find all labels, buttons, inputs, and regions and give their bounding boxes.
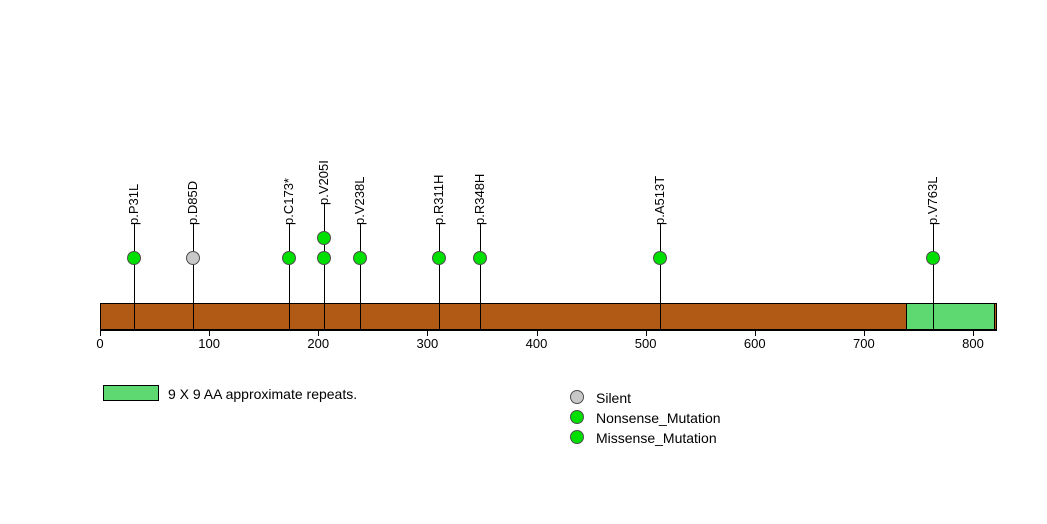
- mutation-marker[interactable]: [472, 251, 487, 265]
- axis-tick-label: 400: [525, 336, 548, 351]
- axis-tick-label: 100: [198, 336, 220, 351]
- axis-tick-label: 0: [96, 336, 104, 351]
- mutation-stem: [133, 224, 135, 330]
- axis-tick-label: 700: [853, 336, 875, 351]
- mutation-marker[interactable]: [352, 251, 367, 265]
- axis-tick: [427, 330, 429, 336]
- mutation-marker[interactable]: [126, 251, 141, 265]
- legend-mutation-dot: [570, 430, 584, 444]
- mutation-marker[interactable]: [316, 231, 331, 245]
- mutation-stem: [659, 224, 661, 330]
- mutation-stem: [932, 224, 934, 330]
- legend-domain-label: 9 X 9 AA approximate repeats.: [168, 386, 358, 402]
- mutation-stem: [192, 224, 194, 330]
- mutation-label: p.V238L: [351, 176, 367, 225]
- mutation-marker[interactable]: [281, 251, 296, 265]
- mutation-marker[interactable]: [316, 251, 331, 265]
- mutation-label: p.C173*: [280, 178, 296, 225]
- legend-mutation-dot: [570, 390, 584, 404]
- mutation-label: p.V763L: [924, 176, 940, 225]
- axis-tick-label: 600: [743, 336, 766, 351]
- legend-mutation-label: Missense_Mutation: [596, 430, 717, 446]
- mutation-stem: [323, 204, 325, 330]
- mutation-label: p.R311H: [431, 174, 447, 225]
- mutation-stem: [479, 224, 481, 330]
- mutation-stem: [439, 224, 441, 330]
- axis-tick: [318, 330, 320, 336]
- axis-tick: [973, 330, 974, 336]
- mutation-stem: [288, 224, 290, 330]
- axis-tick: [645, 330, 647, 336]
- axis-tick: [754, 330, 756, 336]
- protein-backbone: [100, 303, 997, 330]
- axis-tick-label: 500: [634, 336, 657, 351]
- axis-tick: [209, 330, 211, 336]
- axis-tick: [100, 330, 101, 336]
- mutation-marker[interactable]: [652, 251, 667, 265]
- axis-tick-label: 200: [307, 336, 330, 351]
- mutation-label: p.A513T: [651, 175, 667, 225]
- legend-mutation-label: Silent: [596, 390, 632, 406]
- mutation-label: p.V205I: [315, 160, 331, 205]
- mutation-stem: [359, 224, 361, 330]
- mutation-label: p.D85D: [184, 180, 200, 225]
- mutation-marker[interactable]: [925, 251, 940, 265]
- legend-domain-swatch: [103, 385, 159, 401]
- axis-tick: [863, 330, 865, 336]
- mutation-marker[interactable]: [185, 251, 200, 265]
- axis-tick-label: 300: [416, 336, 439, 351]
- legend-mutation-label: Nonsense_Mutation: [596, 410, 721, 426]
- mutation-label: p.P31L: [125, 183, 141, 225]
- axis-tick-label: 800: [962, 336, 984, 351]
- mutation-marker[interactable]: [432, 251, 447, 265]
- axis-tick: [536, 330, 538, 336]
- mutation-label: p.R348H: [471, 173, 487, 225]
- legend-mutation-dot: [570, 410, 584, 424]
- protein-domain-repeats[interactable]: [906, 303, 995, 330]
- axis-baseline: [100, 330, 997, 331]
